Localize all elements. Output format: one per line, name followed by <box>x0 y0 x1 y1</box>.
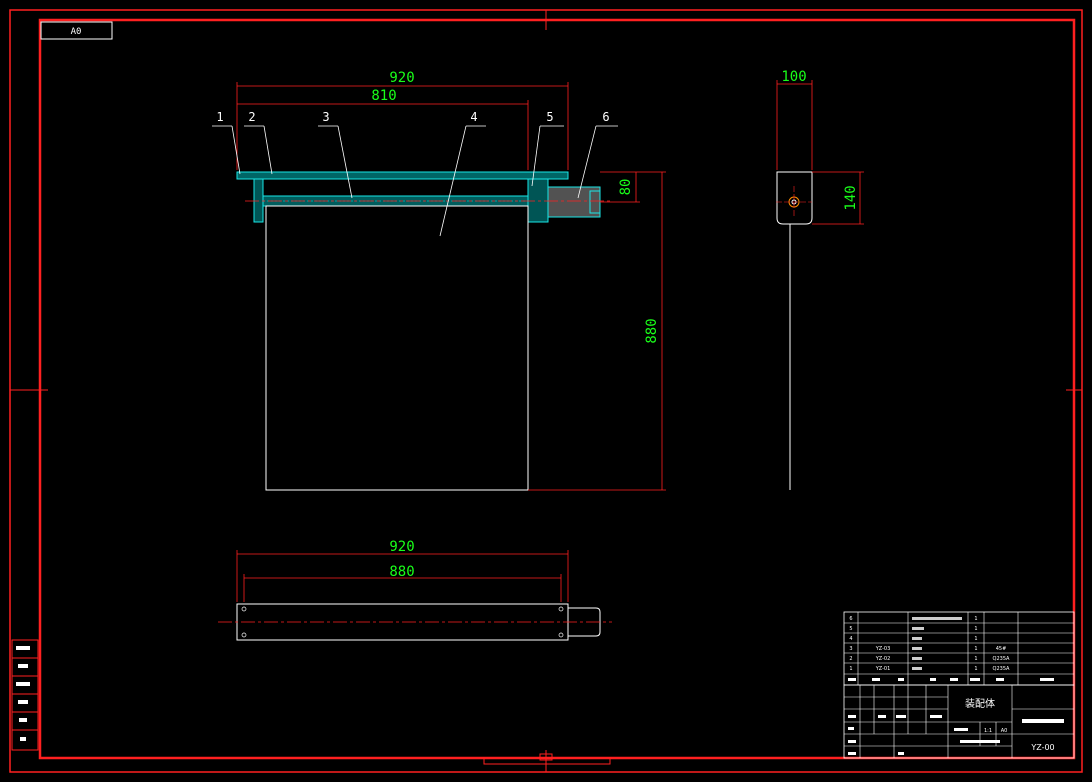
balloon-6: 6 <box>602 110 609 124</box>
bom-row-4-qty: 1 <box>974 656 977 662</box>
bom-row-0-qty: 1 <box>974 616 977 622</box>
dim-total-height: 880 <box>644 318 660 343</box>
dim-inner-width: 810 <box>371 88 396 104</box>
bom-row-4-no: 2 <box>849 656 852 662</box>
screen-panel <box>265 205 529 491</box>
bom-row-0-no: 6 <box>849 616 852 622</box>
title-block-sheet-mark: A0 <box>1001 728 1008 734</box>
balloon-5: 5 <box>546 110 553 124</box>
title-block-title: 装配体 <box>965 697 995 710</box>
bottom-scale-bar <box>483 757 611 765</box>
bom-row-4-material: Q235A <box>993 656 1010 662</box>
title-block: 装配体 1:1 A0 YZ-00 <box>843 684 1075 759</box>
dim-top-inner-width: 880 <box>389 564 414 580</box>
balloon-2: 2 <box>248 110 255 124</box>
bom-row-4-code: YZ-02 <box>875 656 891 662</box>
bom-row-2-no: 4 <box>849 636 852 642</box>
balloon-4: 4 <box>470 110 477 124</box>
title-block-scale: 1:1 <box>984 728 992 734</box>
balloon-1: 1 <box>216 110 223 124</box>
dim-side-height: 140 <box>843 185 859 210</box>
balloon-3: 3 <box>322 110 329 124</box>
dim-top-overall-width: 920 <box>389 539 414 555</box>
dim-side-width: 100 <box>781 69 806 85</box>
dim-side-height: 80 <box>618 179 634 196</box>
bom-row-1-qty: 1 <box>974 626 977 632</box>
bom-row-3-material: 45# <box>996 646 1007 652</box>
title-block-drawing-no: YZ-00 <box>1030 743 1054 752</box>
bom-row-1-no: 5 <box>849 626 852 632</box>
bom-table: 6 1 5 1 4 1 3 YZ-03 1 45# 2 YZ-02 1 Q235… <box>843 611 1075 686</box>
bom-row-5-code: YZ-01 <box>875 666 891 672</box>
bom-row-5-material: Q235A <box>993 666 1010 672</box>
bom-row-5-qty: 1 <box>974 666 977 672</box>
left-flange <box>253 178 264 223</box>
sheet-size-label: A0 <box>71 27 82 37</box>
dim-overall-width: 920 <box>389 70 414 86</box>
bom-row-2-qty: 1 <box>974 636 977 642</box>
bom-row-5-no: 1 <box>849 666 852 672</box>
right-flange <box>527 178 549 223</box>
part-leaders <box>212 125 618 237</box>
left-stamp-column <box>11 639 39 751</box>
front-view: 920 810 80 880 1 2 3 4 5 6 <box>212 70 666 491</box>
side-view: 100 140 <box>776 69 864 490</box>
title-block-name-glyphs <box>1022 719 1064 723</box>
top-view: 920 880 <box>218 539 612 641</box>
bom-row-3-qty: 1 <box>974 646 977 652</box>
side-bracket <box>776 171 813 225</box>
bom-row-3-code: YZ-03 <box>875 646 891 652</box>
bom-row-3-no: 3 <box>849 646 852 652</box>
sheet-size-box <box>40 21 113 40</box>
top-plate <box>236 171 569 180</box>
